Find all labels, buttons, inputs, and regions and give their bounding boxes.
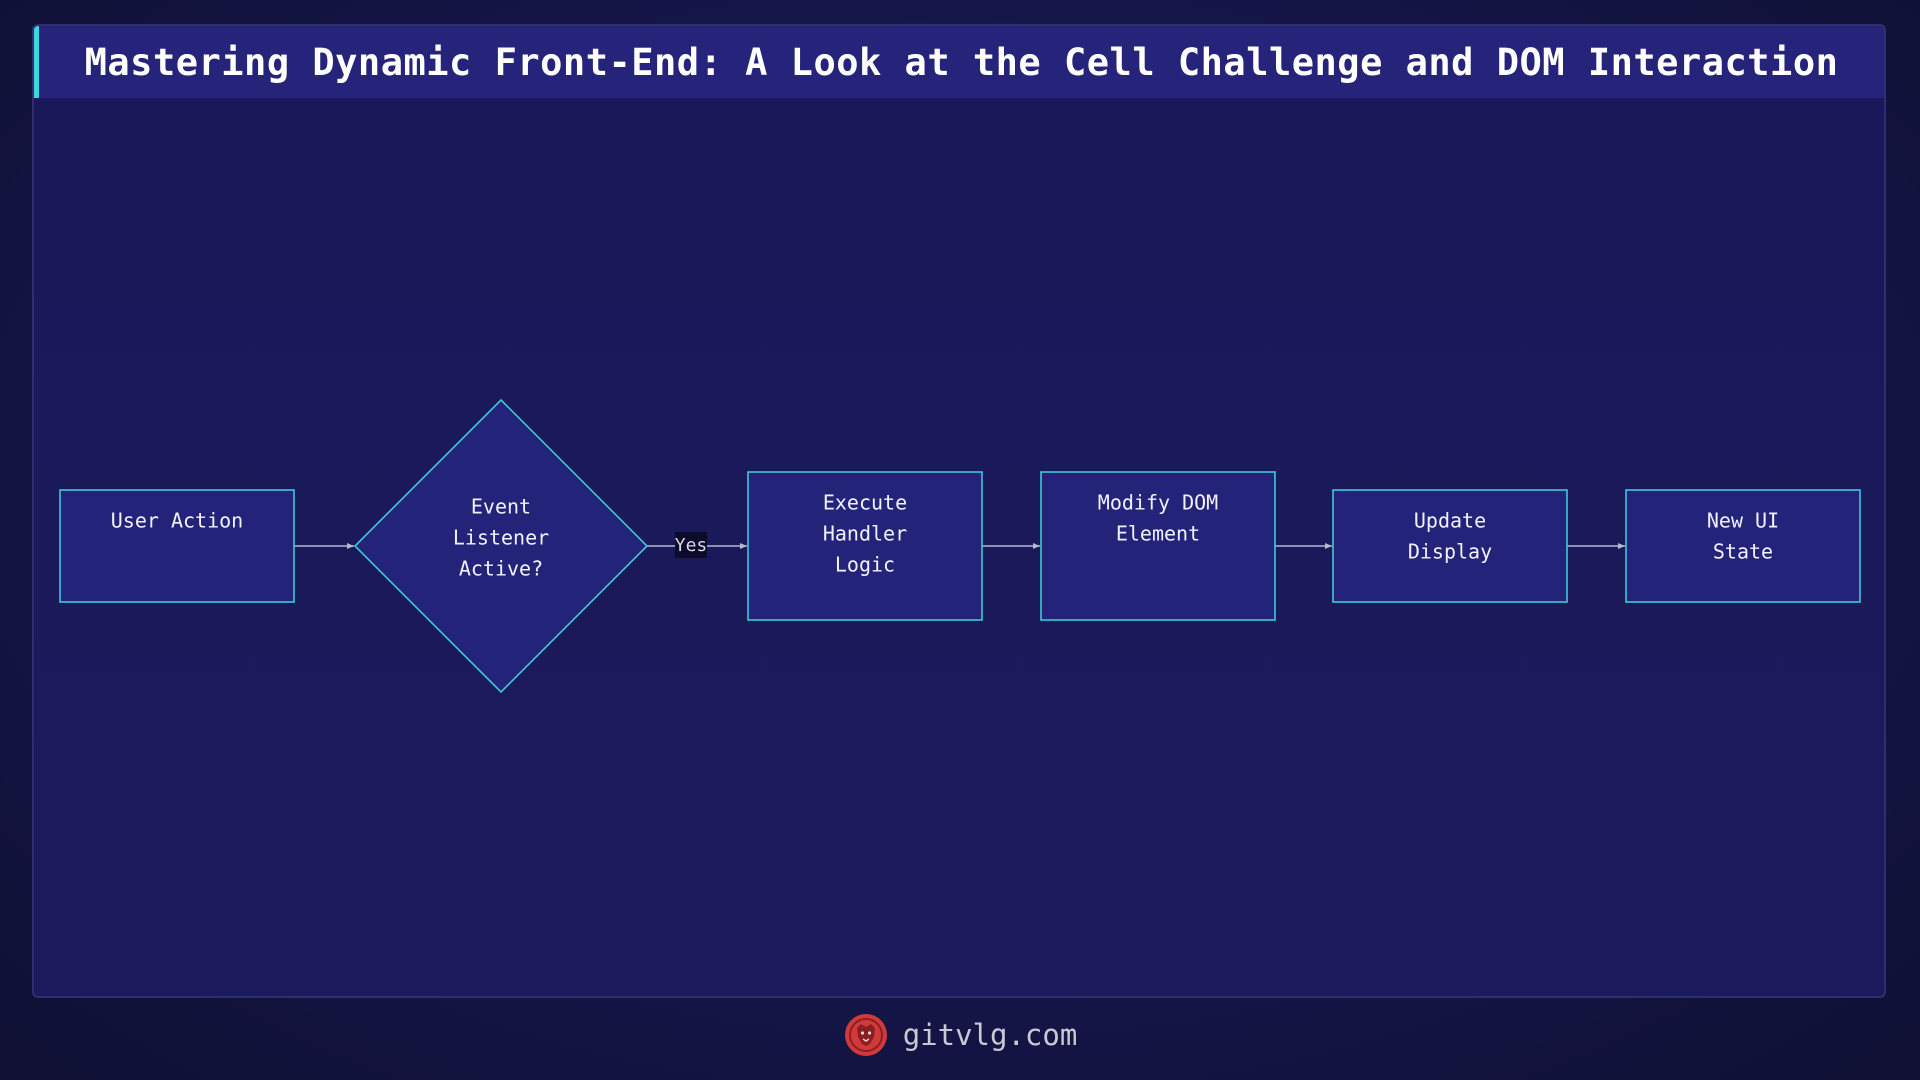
footer: gitvlg.com <box>0 1010 1920 1060</box>
node-modify-dom: Modify DOM Element <box>1040 471 1276 621</box>
process-box <box>1332 489 1568 603</box>
lion-head-icon <box>844 1014 887 1056</box>
edge-label: Yes <box>675 535 708 556</box>
process-box <box>59 489 295 603</box>
node-label-line: State <box>1713 540 1773 564</box>
node-user-action: User Action <box>59 489 295 603</box>
node-label-line: Handler <box>823 522 907 546</box>
node-label-line: Logic <box>835 553 895 577</box>
node-label-line: Display <box>1408 540 1492 564</box>
process-box <box>1040 471 1276 621</box>
title-bar: Mastering Dynamic Front-End: A Look at t… <box>34 26 1884 98</box>
node-label-line: Execute <box>823 491 907 515</box>
footer-site: gitvlg.com <box>902 1018 1078 1052</box>
node-new-ui-state: New UI State <box>1625 489 1861 603</box>
edges: Yes <box>294 532 1625 558</box>
node-label-line: Listener <box>453 526 549 550</box>
page-title: Mastering Dynamic Front-End: A Look at t… <box>84 40 1839 84</box>
node-label-line: Update <box>1414 509 1486 533</box>
node-label-line: Active? <box>459 557 543 581</box>
node-label-line: Modify DOM <box>1098 491 1218 515</box>
decision-diamond <box>353 398 649 694</box>
edge-label-bg <box>675 532 707 558</box>
node-label-line: New UI <box>1707 509 1779 533</box>
node-label-line: Event <box>471 495 531 519</box>
process-box <box>747 471 983 621</box>
diagram-panel: Mastering Dynamic Front-End: A Look at t… <box>32 24 1886 998</box>
node-label-line: Element <box>1116 522 1200 546</box>
process-box <box>1625 489 1861 603</box>
node-label-line: User Action <box>111 509 243 533</box>
